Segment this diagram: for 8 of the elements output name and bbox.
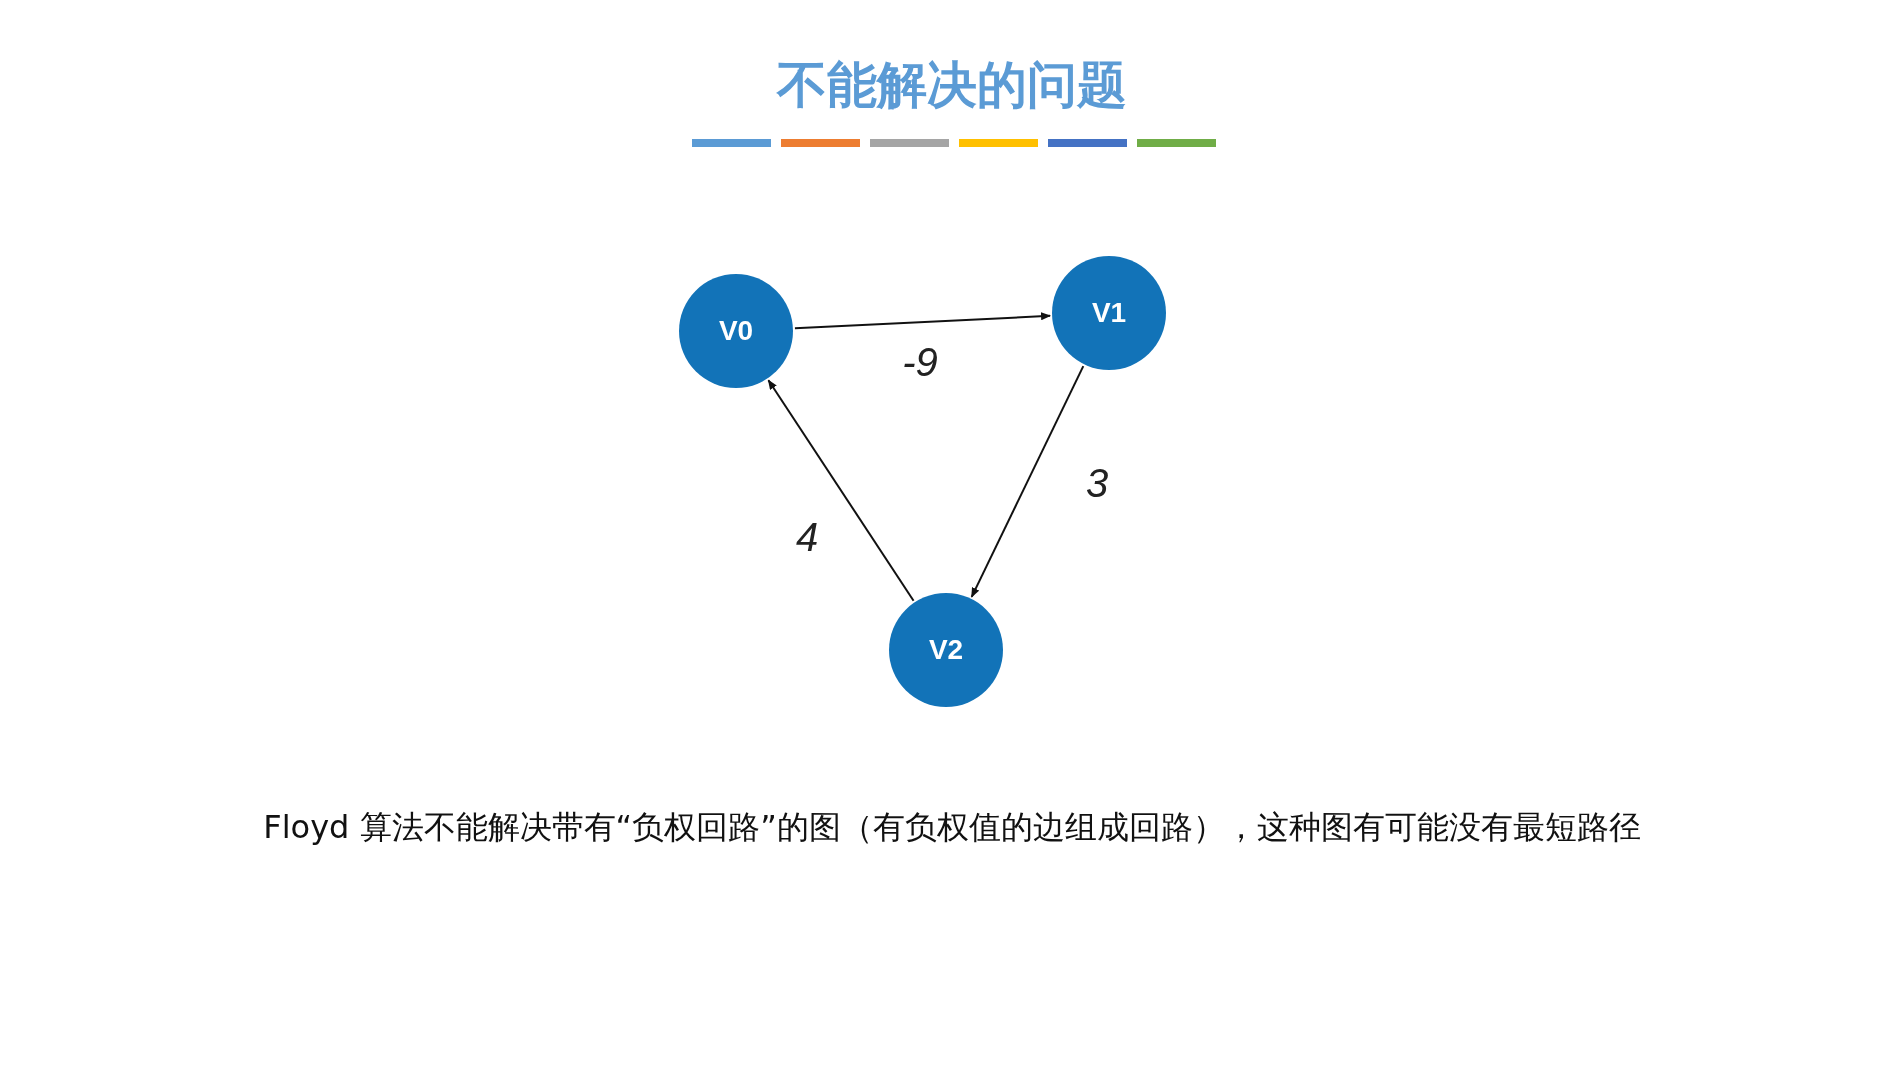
- arrow: [970, 365, 1085, 598]
- vertex-circle: V0: [679, 274, 793, 388]
- arrow: [767, 379, 915, 602]
- arrow: [793, 312, 1052, 330]
- note-text: Floyd 算法不能解决带有“负权回路”的图（有负权值的边组成回路），这种图有可能没有最短路径: [263, 807, 1641, 848]
- vertex-circle: V2: [889, 593, 1003, 707]
- title: 不能解决的问题: [777, 55, 1127, 116]
- vertex-circle: V1: [1052, 256, 1166, 370]
